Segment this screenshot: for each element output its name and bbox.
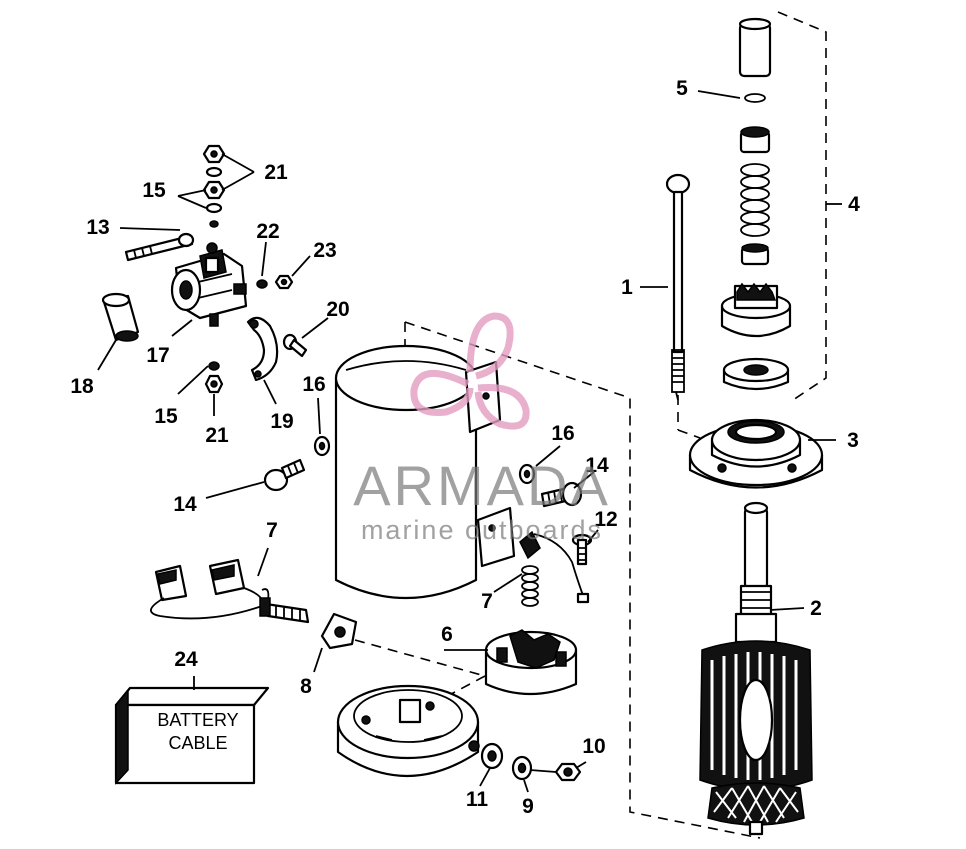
callout-21-top: 21 bbox=[264, 161, 288, 184]
stud-part-13 bbox=[124, 232, 195, 262]
drive-end-cap-part-3 bbox=[688, 418, 824, 489]
pinion-gear bbox=[720, 282, 792, 337]
brush-holder-part-6 bbox=[484, 629, 578, 696]
screw-part-12 bbox=[571, 533, 593, 566]
callout-16-left: 16 bbox=[302, 373, 325, 396]
callout-13: 13 bbox=[86, 216, 109, 239]
callout-16-right: 16 bbox=[551, 422, 574, 445]
washer-part-9 bbox=[511, 755, 533, 781]
washer-part-16-left bbox=[313, 435, 331, 457]
watermark: ARMADA marine outboards bbox=[353, 312, 611, 545]
brush-leads-part-7 bbox=[150, 558, 310, 624]
brush-with-spring-part-7 bbox=[519, 530, 590, 607]
washer-part-16-right bbox=[518, 463, 536, 485]
nut-stack-top bbox=[202, 144, 226, 228]
callout-10: 10 bbox=[582, 735, 605, 758]
callout-19: 19 bbox=[270, 410, 293, 433]
insulator-washer-part-11 bbox=[480, 742, 504, 770]
callout-2: 2 bbox=[810, 597, 822, 620]
boot-part-18 bbox=[101, 292, 140, 342]
callout-22: 22 bbox=[256, 220, 279, 243]
stop-nut bbox=[722, 357, 790, 391]
leader-lines bbox=[97, 90, 842, 793]
callout-21-lower: 21 bbox=[205, 424, 229, 447]
retaining-ring-part-5 bbox=[744, 93, 766, 103]
callout-7-right: 7 bbox=[481, 590, 493, 613]
callout-5: 5 bbox=[676, 77, 688, 100]
commutator-end-cap bbox=[336, 684, 480, 777]
callout-15-top: 15 bbox=[142, 179, 166, 202]
terminal-bracket-part-8 bbox=[320, 612, 358, 650]
battery-cable-box-part-24: BATTERY CABLE bbox=[114, 686, 270, 785]
callout-18: 18 bbox=[70, 375, 94, 398]
clamp-part-19 bbox=[246, 316, 279, 382]
callout-20: 20 bbox=[326, 298, 349, 321]
nut-part-10 bbox=[554, 762, 582, 782]
solenoid-part-17 bbox=[170, 242, 248, 327]
watermark-title: ARMADA bbox=[353, 454, 611, 517]
battery-cable-label-line2: CABLE bbox=[168, 733, 227, 753]
callout-23: 23 bbox=[313, 239, 336, 262]
callout-4: 4 bbox=[848, 193, 860, 216]
callout-17: 17 bbox=[146, 344, 169, 367]
screw-part-20 bbox=[282, 333, 308, 358]
callout-24: 24 bbox=[174, 648, 198, 671]
callout-14-right: 14 bbox=[585, 454, 609, 477]
callout-14-left: 14 bbox=[173, 493, 197, 516]
brush-spring bbox=[521, 565, 539, 607]
callout-8: 8 bbox=[300, 675, 312, 698]
callout-7-left: 7 bbox=[266, 519, 278, 542]
armature-part-2 bbox=[699, 501, 813, 836]
callout-11: 11 bbox=[466, 788, 489, 811]
callout-12: 12 bbox=[594, 508, 617, 531]
lockwasher-part-22 bbox=[256, 279, 268, 289]
bolt-part-14-left bbox=[263, 458, 306, 492]
lockwasher-part-15-lower bbox=[208, 361, 220, 371]
callout-15-lower: 15 bbox=[154, 405, 178, 428]
callout-labels: 5 4 1 3 2 15 21 13 22 23 20 17 18 15 21 … bbox=[70, 77, 860, 818]
battery-cable-label-line1: BATTERY bbox=[157, 710, 238, 730]
callout-1: 1 bbox=[621, 276, 633, 299]
starter-frame-housing bbox=[334, 344, 516, 599]
callout-3: 3 bbox=[847, 429, 859, 452]
through-bolt-part-1 bbox=[665, 173, 691, 393]
callout-6: 6 bbox=[441, 623, 453, 646]
nut-part-23 bbox=[274, 274, 294, 290]
bolt-part-14-right bbox=[540, 481, 583, 508]
watermark-logo-icon bbox=[410, 312, 530, 430]
nut-part-21-lower bbox=[204, 374, 224, 394]
callout-9: 9 bbox=[522, 795, 534, 818]
drive-assembly-part-4 bbox=[720, 17, 792, 391]
drive-spring bbox=[740, 163, 770, 237]
watermark-subtitle: marine outboards bbox=[361, 515, 603, 545]
